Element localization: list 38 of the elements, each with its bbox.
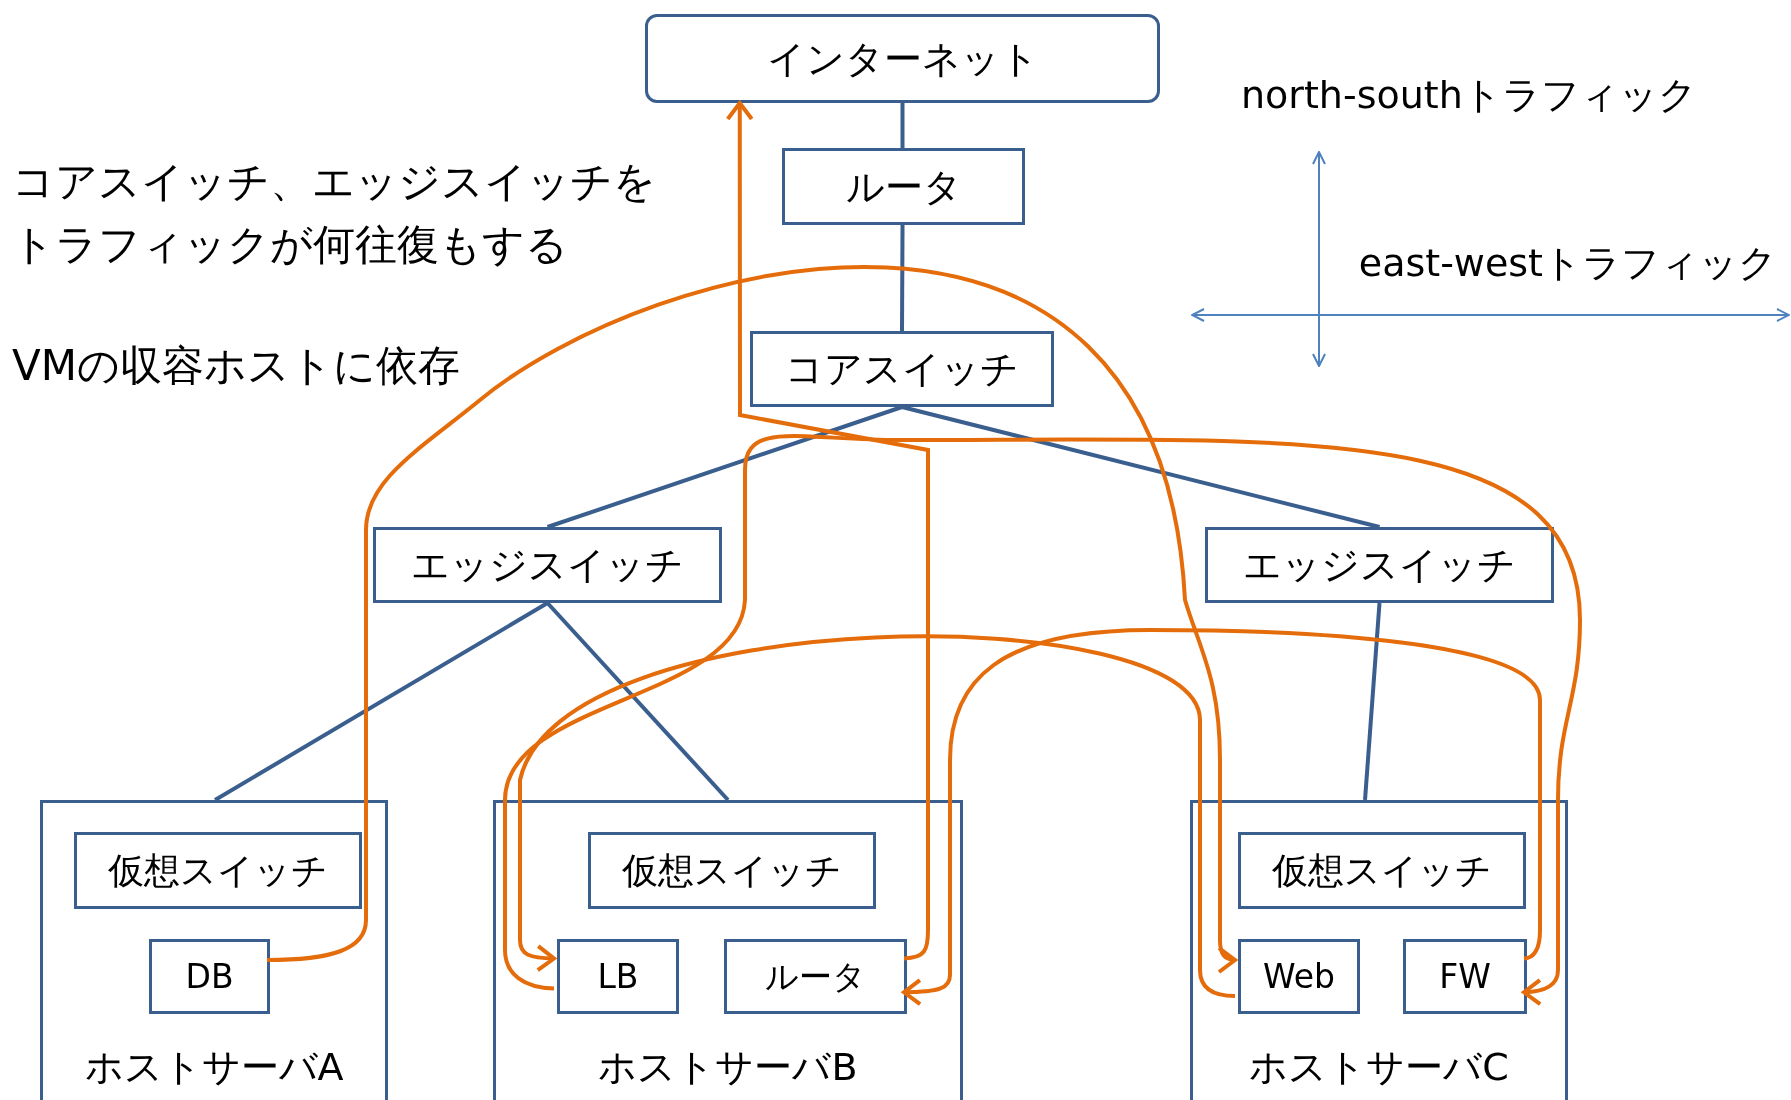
traffic-arrow <box>266 265 1237 974</box>
node-label: 仮想スイッチ <box>1272 852 1492 889</box>
virtual-switch-box <box>74 832 362 909</box>
switch-box <box>373 527 722 603</box>
traffic-arrow <box>518 634 1236 998</box>
connection-line <box>901 405 1380 529</box>
traffic-arrow <box>725 101 930 961</box>
node-label: 仮想スイッチ <box>108 852 328 889</box>
switch-box <box>1205 527 1554 603</box>
vm-box <box>1403 939 1527 1014</box>
connection-line <box>214 601 549 802</box>
traffic-arrow <box>503 434 1582 1006</box>
host-server-box <box>493 800 963 1100</box>
note-text: コアスイッチ、エッジスイッチをトラフィックが何往復もする <box>12 156 657 271</box>
connection-line <box>546 405 903 529</box>
host-label: ホストサーバA <box>83 1048 345 1086</box>
host-server-box <box>1190 800 1568 1100</box>
host-server-box <box>40 800 388 1100</box>
host-label: ホストサーバC <box>1248 1048 1510 1086</box>
traffic-arrow <box>902 628 1542 1006</box>
virtual-switch-box <box>588 832 876 909</box>
connection-line <box>900 225 905 331</box>
connection-line <box>546 601 730 802</box>
vm-box <box>724 939 907 1014</box>
router-box <box>782 148 1025 225</box>
connection-line <box>1363 602 1382 801</box>
vm-box <box>1238 939 1360 1014</box>
vm-box <box>149 939 270 1014</box>
axis-label: east-westトラフィック <box>1358 244 1777 282</box>
connection-line <box>900 103 905 148</box>
virtual-switch-box <box>1238 832 1526 909</box>
internet-box <box>645 14 1160 103</box>
vm-box <box>557 939 679 1014</box>
axis-label: north-southトラフィック <box>1241 76 1697 114</box>
host-label: ホストサーバB <box>597 1048 859 1086</box>
switch-box <box>750 331 1054 407</box>
note-text: VMの収容ホストに依存 <box>12 345 460 387</box>
node-label: 仮想スイッチ <box>622 852 842 889</box>
